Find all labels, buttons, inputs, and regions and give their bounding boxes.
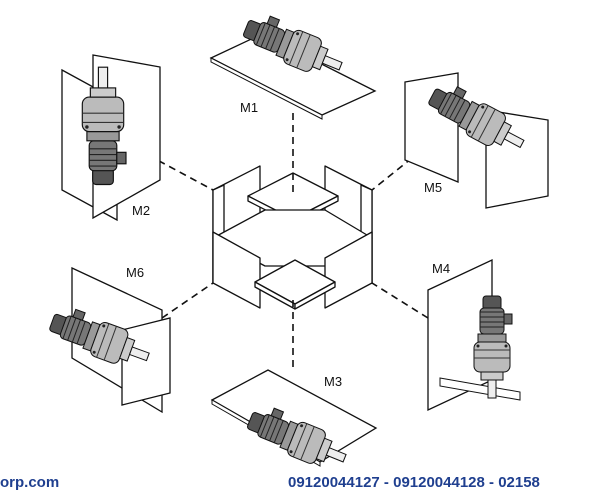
center-cube bbox=[212, 165, 373, 310]
m5-mount: M5 bbox=[404, 72, 549, 209]
phone-numbers-text: 09120044127 - 09120044128 - 02158 bbox=[288, 474, 540, 491]
m4-mount: M4 bbox=[427, 258, 521, 412]
m5-label: M5 bbox=[424, 180, 442, 195]
m3-label: M3 bbox=[324, 374, 342, 389]
m6-mount: M6 bbox=[45, 265, 171, 414]
m1-mount: M1 bbox=[209, 8, 377, 120]
website-text: orp.com bbox=[0, 474, 60, 491]
m3-mount: M3 bbox=[210, 369, 378, 476]
m4-label: M4 bbox=[432, 261, 450, 276]
m2-mount: M2 bbox=[61, 54, 161, 222]
m2-label: M2 bbox=[132, 203, 150, 218]
m1-label: M1 bbox=[240, 100, 258, 115]
m6-label: M6 bbox=[126, 265, 144, 280]
